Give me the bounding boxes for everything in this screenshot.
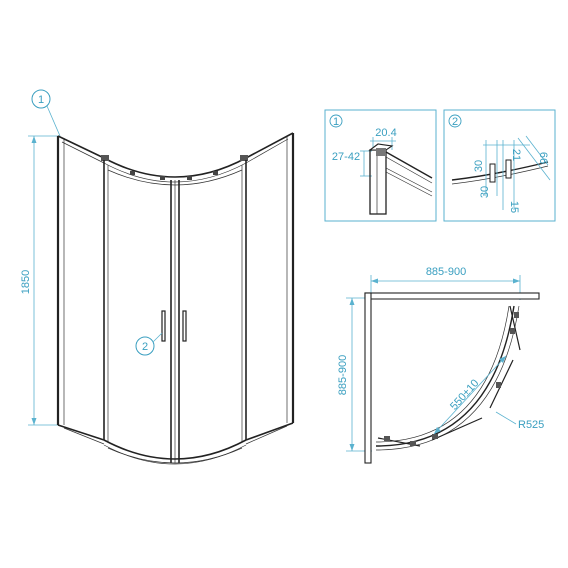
plan-depth-label: 885-900: [337, 355, 349, 395]
detail-2-e-label: 15: [508, 201, 520, 213]
plan-width-dimension: 885-900: [370, 266, 521, 300]
callout-1-text: 1: [38, 94, 44, 106]
plan-width-label: 885-900: [426, 266, 466, 278]
enclosure-frame: [56, 132, 295, 465]
plan-depth-dimension: 885-900: [337, 297, 372, 452]
height-label: 1850: [20, 270, 32, 294]
detail-2-callout: 2: [452, 116, 458, 128]
detail-2: 2 21 66 30 30 15: [443, 109, 556, 222]
detail-1-range-label: 27-42: [332, 151, 360, 163]
callout-1: 1: [31, 89, 61, 137]
plan-radius-dimension: R525: [495, 411, 544, 431]
detail-1: 1 20.4 27-42: [324, 109, 437, 222]
callout-2-text: 2: [142, 341, 148, 353]
detail-2-c-label: 30: [473, 160, 485, 172]
callout-2: 2: [135, 332, 163, 356]
plan-radius-label: R525: [518, 419, 544, 431]
detail-1-callout: 1: [333, 116, 339, 128]
detail-2-d-label: 30: [479, 186, 491, 198]
detail-1-width-label: 20.4: [375, 127, 396, 139]
detail-2-b-label: 66: [537, 152, 549, 164]
height-dimension: 1850: [20, 135, 58, 426]
detail-2-a-label: 21: [510, 149, 522, 161]
front-view: 1850 1: [20, 89, 295, 465]
plan-diagonal-dimension: 550±10: [433, 355, 507, 435]
plan-view: 885-900 885-900: [337, 266, 544, 464]
